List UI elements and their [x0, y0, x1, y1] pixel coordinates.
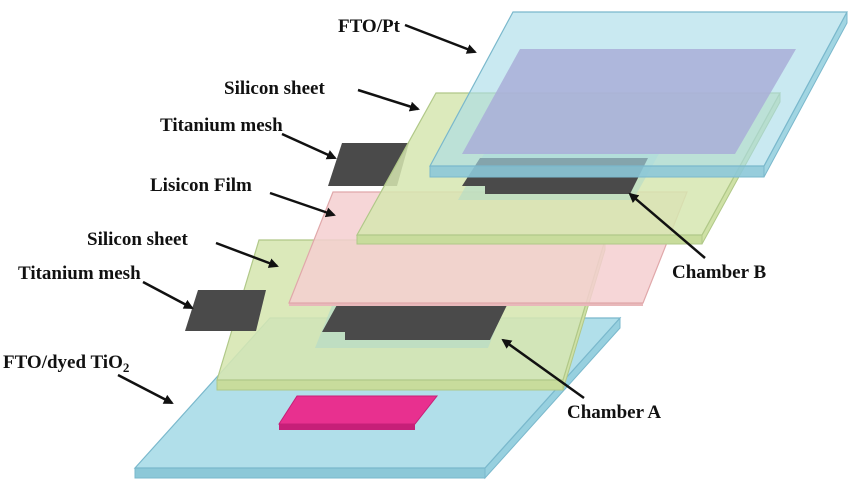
chamber-b-text: Chamber B: [672, 262, 766, 283]
dyed-tio2-film: [278, 395, 439, 430]
label-silicon-sheet-top: Silicon sheet: [224, 78, 420, 112]
silicon-sheet-bottom-text: Silicon sheet: [87, 229, 188, 250]
fto-dyed-tio2-arrow: [117, 373, 174, 405]
fto-dyed-tio2-text: FTO/dyed TiO2: [3, 352, 129, 375]
titanium-mesh-top-arrow: [281, 132, 337, 160]
label-lisicon-film: Lisicon Film: [150, 175, 336, 218]
label-fto-pt: FTO/Pt: [338, 16, 477, 54]
titanium-mesh-bottom-text: Titanium mesh: [18, 263, 141, 284]
lisicon-film-text: Lisicon Film: [150, 175, 252, 196]
fto-pt-layer: [428, 11, 849, 178]
titanium-mesh-top-text: Titanium mesh: [160, 115, 283, 136]
fto-pt-text: FTO/Pt: [338, 16, 401, 37]
silicon-sheet-top-arrow: [357, 88, 420, 112]
chamber-a-arrow: [501, 338, 585, 400]
silicon-sheet-bottom-arrow: [215, 241, 279, 268]
label-chamber-a: Chamber A: [501, 338, 661, 423]
chamber-b-arrow: [628, 192, 706, 259]
silicon-sheet-top-text: Silicon sheet: [224, 78, 325, 99]
titanium-mesh-lower: [185, 290, 508, 340]
fto-dyed-tio2-subscript: 2: [123, 360, 130, 375]
label-fto-dyed-tio2: FTO/dyed TiO2: [3, 352, 174, 405]
label-titanium-mesh-bottom: Titanium mesh: [18, 263, 194, 310]
fto-pt-arrow: [404, 23, 477, 54]
label-silicon-sheet-bottom: Silicon sheet: [87, 229, 279, 268]
label-titanium-mesh-top: Titanium mesh: [160, 115, 337, 160]
chamber-a-text: Chamber A: [567, 402, 661, 423]
label-chamber-b: Chamber B: [628, 192, 766, 283]
titanium-mesh-upper: [328, 143, 409, 186]
fto-dyed-tio2-prefix: FTO/dyed TiO: [3, 352, 123, 373]
lisicon-film-arrow: [269, 191, 336, 218]
titanium-mesh-bottom-arrow: [142, 280, 194, 310]
